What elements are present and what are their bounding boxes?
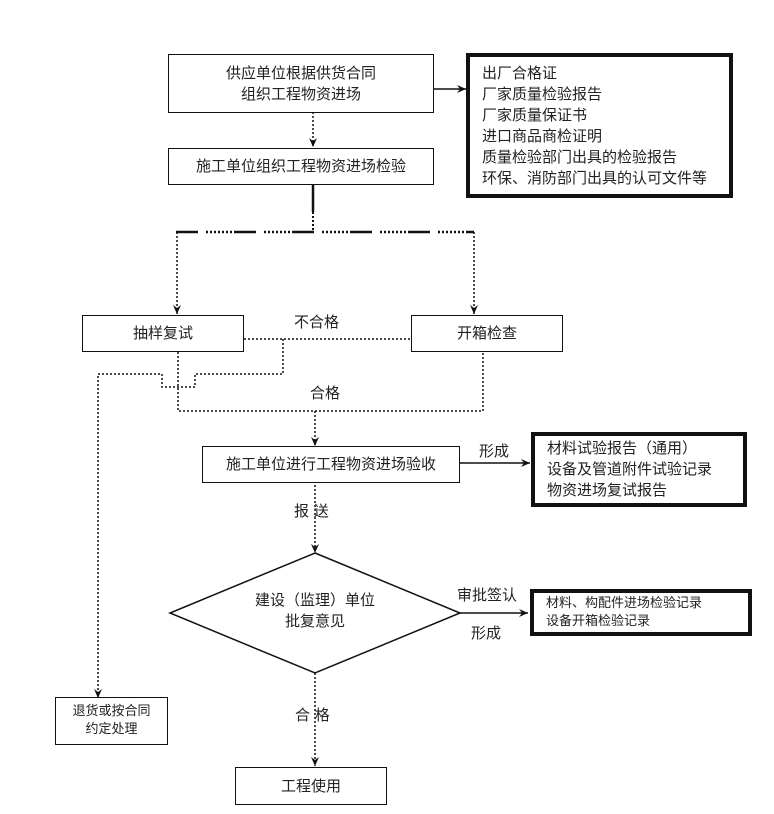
doc-line: 材料、构配件进场检验记录 xyxy=(546,595,703,611)
node-text: 施工单位进行工程物资进场验收 xyxy=(225,455,436,473)
doc-line: 设备开箱检验记录 xyxy=(546,613,651,629)
node-text: 施工单位组织工程物资进场检验 xyxy=(195,157,406,175)
doc-line: 进口商品商检证明 xyxy=(482,126,603,145)
doc-line: 厂家质量保证书 xyxy=(482,105,588,124)
node-text: 供应单位根据供货合同 xyxy=(225,63,376,82)
doc-factory: 出厂合格证 厂家质量检验报告 厂家质量保证书 进口商品商检证明 质量检验部门出具… xyxy=(466,53,733,198)
node-unpack-check: 开箱检查 xyxy=(411,315,563,352)
node-text: 建设（监理）单位 xyxy=(254,591,375,609)
line-pass-path xyxy=(177,352,484,412)
node-text: 开箱检查 xyxy=(456,324,517,342)
doc-line: 材料试验报告（通用） xyxy=(547,439,698,457)
doc-line: 出厂合格证 xyxy=(482,63,558,82)
label-pass: 合格 xyxy=(310,384,341,402)
node-site-inspection: 施工单位组织工程物资进场检验 xyxy=(168,148,434,185)
doc-line: 环保、消防部门出具的认可文件等 xyxy=(482,168,708,187)
node-supply: 供应单位根据供货合同 组织工程物资进场 xyxy=(168,54,434,113)
label-form-1: 形成 xyxy=(479,442,510,460)
doc-test-reports: 材料试验报告（通用） 设备及管道附件试验记录 物资进场复试报告 xyxy=(531,432,747,507)
label-pass-final: 合 格 xyxy=(295,706,330,724)
doc-line: 质量检验部门出具的检验报告 xyxy=(482,147,678,166)
node-supervisor-decision: 建设（监理）单位 批复意见 xyxy=(215,590,415,632)
node-text: 批复意见 xyxy=(284,612,345,630)
label-fail: 不合格 xyxy=(294,313,340,331)
node-project-use: 工程使用 xyxy=(235,767,387,805)
doc-line: 设备及管道附件试验记录 xyxy=(547,460,713,478)
node-sampling-retest: 抽样复试 xyxy=(82,315,244,352)
doc-line: 物资进场复试报告 xyxy=(547,481,668,499)
label-form-2: 形成 xyxy=(471,624,502,642)
node-text: 约定处理 xyxy=(85,722,138,737)
doc-line: 厂家质量检验报告 xyxy=(482,84,603,103)
node-text: 退货或按合同 xyxy=(72,704,151,719)
node-text: 抽样复试 xyxy=(132,324,193,342)
node-acceptance: 施工单位进行工程物资进场验收 xyxy=(202,446,460,483)
line-fail-down xyxy=(94,339,284,698)
node-text: 工程使用 xyxy=(280,776,341,795)
label-approve-sign: 审批签认 xyxy=(457,586,518,604)
doc-inspection-records: 材料、构配件进场检验记录 设备开箱检验记录 xyxy=(530,589,752,636)
node-return-goods: 退货或按合同 约定处理 xyxy=(55,697,168,745)
node-text: 组织工程物资进场 xyxy=(240,84,361,103)
label-submit: 报 送 xyxy=(294,502,329,520)
